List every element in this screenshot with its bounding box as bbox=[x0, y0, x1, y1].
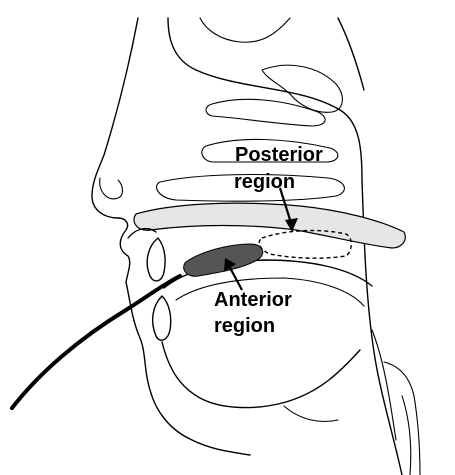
catheter-tube bbox=[12, 276, 180, 408]
upper-incisor bbox=[147, 238, 165, 281]
hyoid-outline bbox=[284, 406, 338, 421]
posterior-label-line2: region bbox=[234, 171, 295, 193]
mandible-outline bbox=[162, 342, 360, 408]
anterior-label-line1: Anterior bbox=[214, 289, 292, 311]
trachea-line bbox=[402, 396, 411, 475]
face-profile bbox=[92, 18, 250, 455]
lower-incisor bbox=[153, 296, 171, 340]
neck-back-outline bbox=[338, 18, 364, 90]
frontal-sinus bbox=[200, 18, 290, 42]
larynx-outline bbox=[384, 362, 420, 475]
hard-palate bbox=[134, 203, 405, 248]
anterior-label-line2: region bbox=[214, 315, 275, 337]
anterior-region-shape bbox=[184, 244, 263, 276]
posterior-label-line1: Posterior bbox=[235, 144, 323, 166]
nostril-outline bbox=[100, 178, 123, 199]
epiglottis bbox=[372, 330, 396, 440]
nasal-turbinate-superior bbox=[206, 99, 325, 126]
